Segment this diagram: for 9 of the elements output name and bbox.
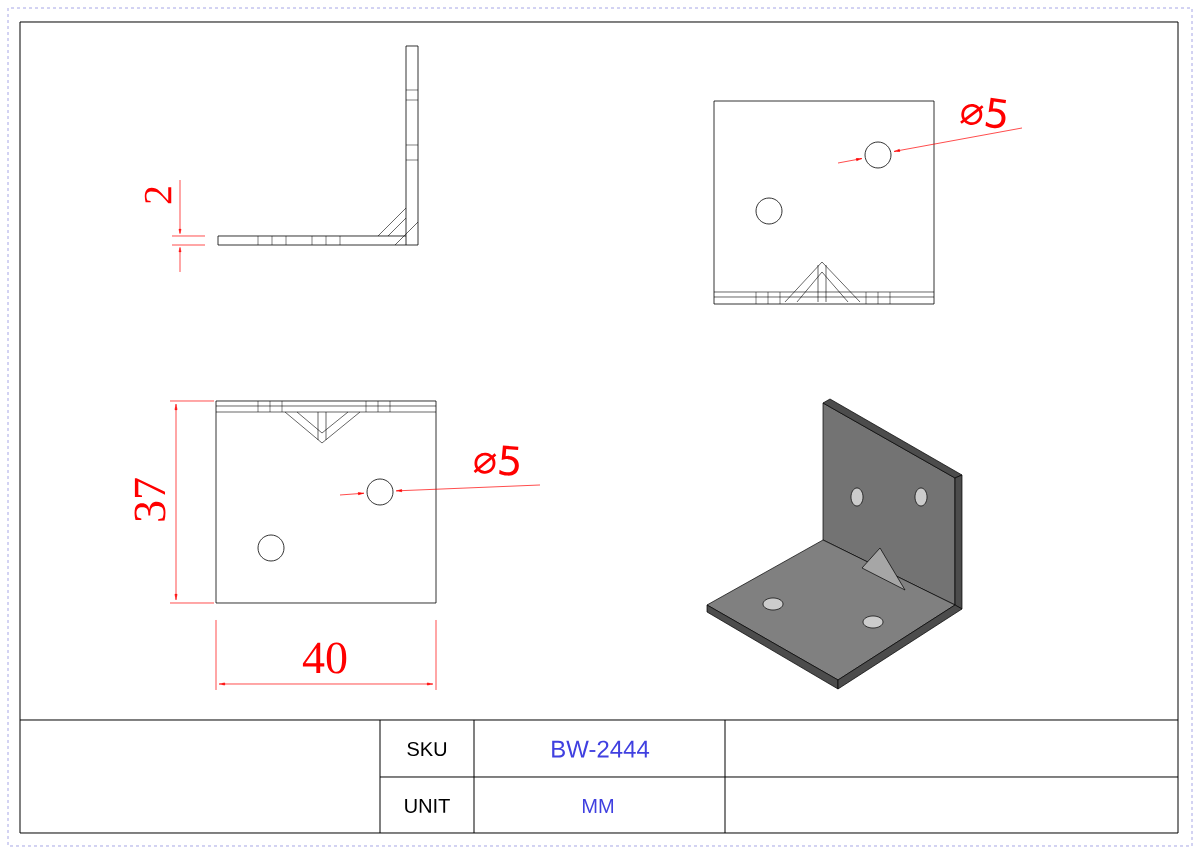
field-label: UNIT [405, 799, 450, 813]
dimension-text: 2 [144, 187, 172, 204]
dimension-text: 40 [302, 642, 347, 674]
field-value: MM [583, 799, 613, 813]
dimension-text: ⌀5 [473, 445, 519, 476]
dimension-text: 37 [134, 478, 166, 521]
field-value: BW-2444 [552, 740, 650, 758]
field-label: SKU [407, 741, 446, 757]
dimension-text: ⌀5 [960, 97, 1007, 129]
